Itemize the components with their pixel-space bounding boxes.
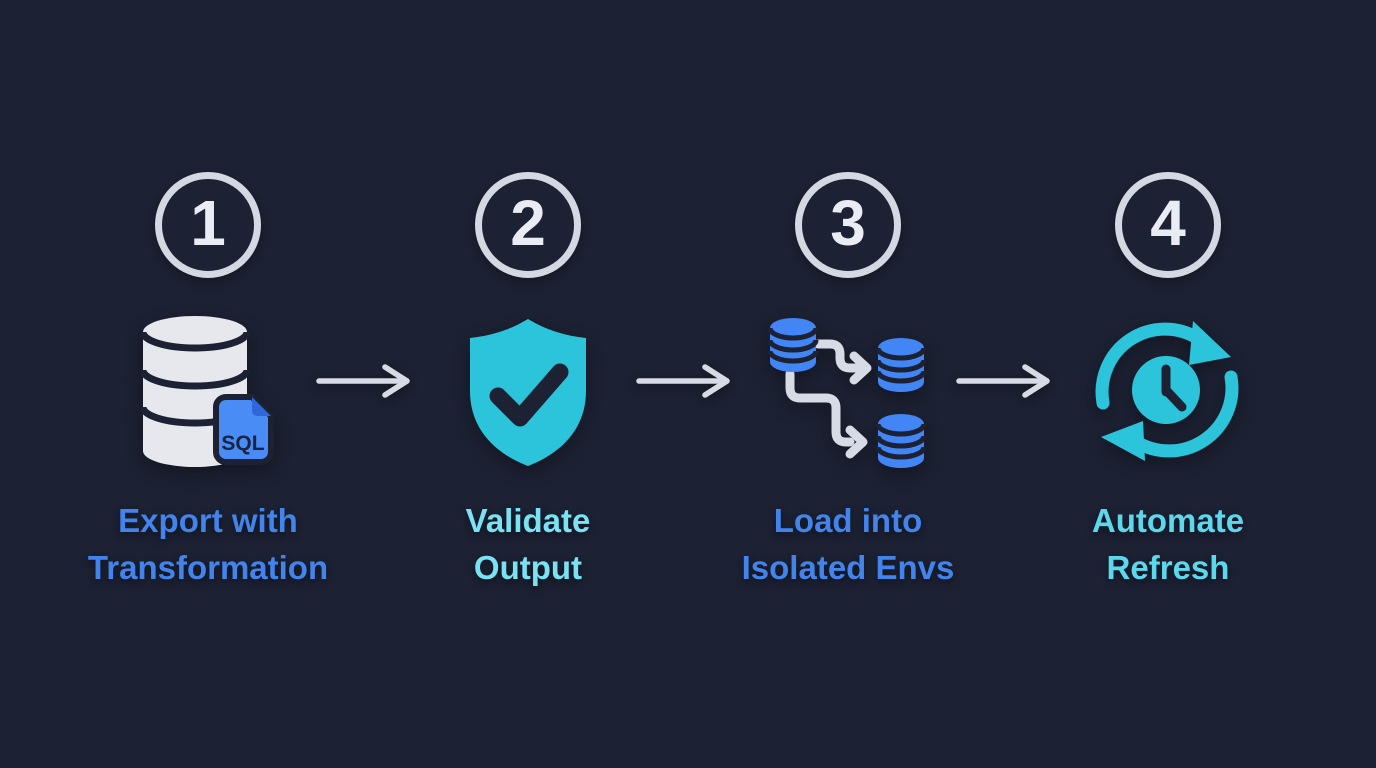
process-flow: 1 SQL Export with — [88, 172, 1288, 592]
step-2-label-line1: Validate — [465, 502, 591, 539]
step-1-label-line2: Transformation — [87, 548, 329, 586]
step-4-label: Automate Refresh — [1092, 498, 1244, 592]
step-4-number: 4 — [1150, 187, 1186, 259]
step-2-label: Validate Output — [466, 498, 591, 592]
step-4-label-line2: Refresh — [1106, 548, 1230, 586]
step-4: 4 Automate Refresh — [1048, 172, 1288, 592]
step-4-label-line1: Automate — [1091, 502, 1245, 539]
step-3: 3 — [728, 172, 968, 592]
step-3-label-line2: Isolated Envs — [741, 548, 955, 586]
refresh-clock-svg — [1095, 321, 1239, 461]
step-4-number-badge: 4 — [1115, 172, 1221, 278]
refresh-clock-icon — [1093, 312, 1243, 472]
step-1: 1 SQL Export with — [88, 172, 328, 592]
step-3-number: 3 — [830, 187, 866, 259]
flow-arrow-icon — [636, 359, 730, 403]
database-branch-icon — [762, 312, 934, 472]
database-branch-svg — [767, 318, 927, 468]
step-2-number: 2 — [510, 187, 546, 259]
flow-arrow-icon — [316, 359, 410, 403]
step-2: 2 Validate Output — [408, 172, 648, 592]
step-1-number: 1 — [190, 187, 226, 259]
database-sql-export-icon: SQL — [140, 312, 276, 472]
step-1-number-badge: 1 — [155, 172, 261, 278]
shield-check-svg — [470, 319, 586, 466]
flow-arrow-icon — [956, 359, 1050, 403]
database-sql-export-svg: SQL — [140, 315, 274, 467]
step-2-label-line2: Output — [473, 548, 583, 586]
step-1-label: Export with Transformation — [88, 498, 328, 592]
step-3-number-badge: 3 — [795, 172, 901, 278]
step-1-label-line1: Export with — [118, 502, 298, 539]
sql-badge-text: SQL — [221, 432, 264, 455]
step-2-number-badge: 2 — [475, 172, 581, 278]
shield-check-icon — [458, 312, 598, 472]
step-3-label: Load into Isolated Envs — [742, 498, 955, 592]
step-3-label-line1: Load into — [773, 502, 923, 539]
